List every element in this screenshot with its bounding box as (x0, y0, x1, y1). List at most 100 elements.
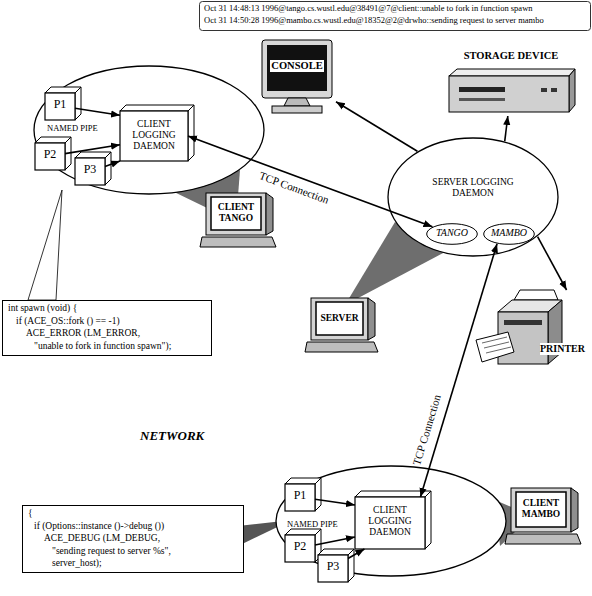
data-flow-arrow (336, 102, 417, 152)
pipe-label: P3 (318, 560, 348, 574)
device-top (449, 69, 575, 76)
device-label: STORAGE DEVICE (445, 50, 577, 62)
paper-line (484, 342, 509, 348)
box-top-face (120, 105, 194, 111)
client-host-bubble: NAMED PIPE P1CLIENT LOGGING DAEMON P2P3 (33, 65, 265, 195)
pipe-group-label: NAMED PIPE (47, 124, 98, 134)
device-slot (459, 87, 505, 92)
host-label: SERVER (316, 313, 363, 324)
log-line: Oct 31 14:48:13 1996@tango.cs.wustl.edu@… (204, 4, 533, 14)
edge-label: TCP Connection (411, 393, 443, 466)
node-shape (474, 290, 584, 375)
code-line: { (28, 508, 33, 519)
code-line: if (ACE_OS::fork () == -1) (16, 316, 120, 327)
console-label: CONSOLE (270, 60, 324, 72)
box-front-face (355, 497, 425, 549)
box-side-face (348, 549, 354, 582)
monitor-screen (267, 45, 327, 91)
monitor-base (272, 106, 322, 113)
paper-tray (514, 290, 558, 300)
tcp-connection (188, 136, 432, 227)
device-light (551, 88, 557, 92)
box-outline (23, 506, 244, 573)
code-line: "sending request to server %s", (52, 546, 171, 557)
data-flow-arrow (105, 161, 120, 167)
box-outline (200, 2, 591, 31)
pipe-label: P1 (45, 98, 75, 112)
log-line: Oct 31 14:50:28 1996@mambo.cs.wustl.edu@… (204, 16, 544, 26)
device-side (569, 69, 575, 112)
code-line: if (Options::instance ()->debug ()) (34, 521, 164, 532)
server-daemon-bubble: SERVER LOGGING DAEMONTANGOMAMBO (387, 137, 559, 257)
named-pipe-box: P1 (285, 484, 315, 511)
box-front-face (318, 555, 348, 582)
data-flow-arrow (505, 116, 508, 141)
device-light (541, 88, 547, 92)
box-front-face (45, 93, 75, 120)
pipe-label: P2 (35, 148, 65, 162)
console-monitor: CONSOLE (258, 40, 336, 115)
box-front-face (285, 535, 315, 562)
oval-outline (484, 224, 535, 245)
ellipse-outline (276, 466, 506, 576)
node-shape (305, 298, 380, 353)
callout-leader (28, 190, 62, 300)
daemon-box: CLIENT LOGGING DAEMON (120, 111, 188, 161)
node-shape (258, 40, 336, 115)
paper-output (476, 332, 514, 362)
box-front-face (75, 158, 105, 185)
data-flow-arrow (65, 145, 120, 154)
daemon-label: CLIENT LOGGING DAEMON (120, 119, 188, 152)
monitor-body (311, 298, 368, 340)
named-pipe-box: P3 (318, 555, 348, 582)
keyboard (305, 342, 378, 352)
box-top-face (355, 491, 431, 497)
device-slot (459, 98, 505, 101)
code-line: "unable to fork in function spawn"); (34, 341, 171, 352)
monitor-side (571, 488, 578, 532)
log-output-box: Oct 31 14:48:13 1996@tango.cs.wustl.edu@… (199, 1, 591, 31)
tcp-connection (420, 244, 497, 497)
paper-line (486, 347, 511, 353)
data-flow-arrow (315, 499, 355, 505)
box-side-face (425, 491, 431, 549)
code-callout: int spawn (void) {if (ACE_OS::fork () ==… (2, 300, 212, 356)
client-computer: CLIENT MAMBO (505, 488, 583, 545)
pipe-group-label: NAMED PIPE (287, 520, 338, 530)
box-side-face (105, 152, 111, 185)
keyboard (200, 237, 276, 247)
ellipse-outline (34, 66, 264, 194)
host-label: CLIENT MAMBO (516, 498, 566, 520)
pipe-label: P3 (75, 163, 105, 177)
host-label: CLIENT TANGO (211, 202, 261, 224)
monitor-body (206, 193, 266, 235)
pipe-label: P1 (285, 489, 315, 503)
monitor-body (511, 488, 571, 532)
code-line: ACE_ERROR (LM_ERROR, (26, 328, 140, 339)
device-front (449, 76, 569, 112)
named-pipe-box: P3 (75, 158, 105, 185)
data-flow-arrow (348, 549, 364, 558)
box-side-face (65, 137, 71, 170)
box-outline (3, 301, 212, 356)
code-line: ACE_DEBUG (LM_DEBUG, (44, 533, 160, 544)
paper-line (482, 337, 507, 343)
box-side-face (315, 478, 321, 511)
monitor-screen (211, 197, 261, 230)
server-computer: SERVER (305, 298, 380, 353)
data-flow-arrow (538, 237, 567, 290)
box-front-face (120, 111, 188, 161)
monitor-body (262, 40, 332, 98)
handler-label: TANGO (426, 227, 478, 239)
monitor-side (368, 298, 375, 340)
client-computer: CLIENT TANGO (200, 193, 278, 248)
printer-label: PRINTER (540, 343, 585, 355)
monitor-stand (284, 98, 310, 106)
connection-handler: TANGO (426, 223, 478, 245)
named-pipe-box: P1 (45, 93, 75, 120)
daemon-label: SERVER LOGGING DAEMON (423, 177, 523, 199)
box-front-face (35, 143, 65, 170)
